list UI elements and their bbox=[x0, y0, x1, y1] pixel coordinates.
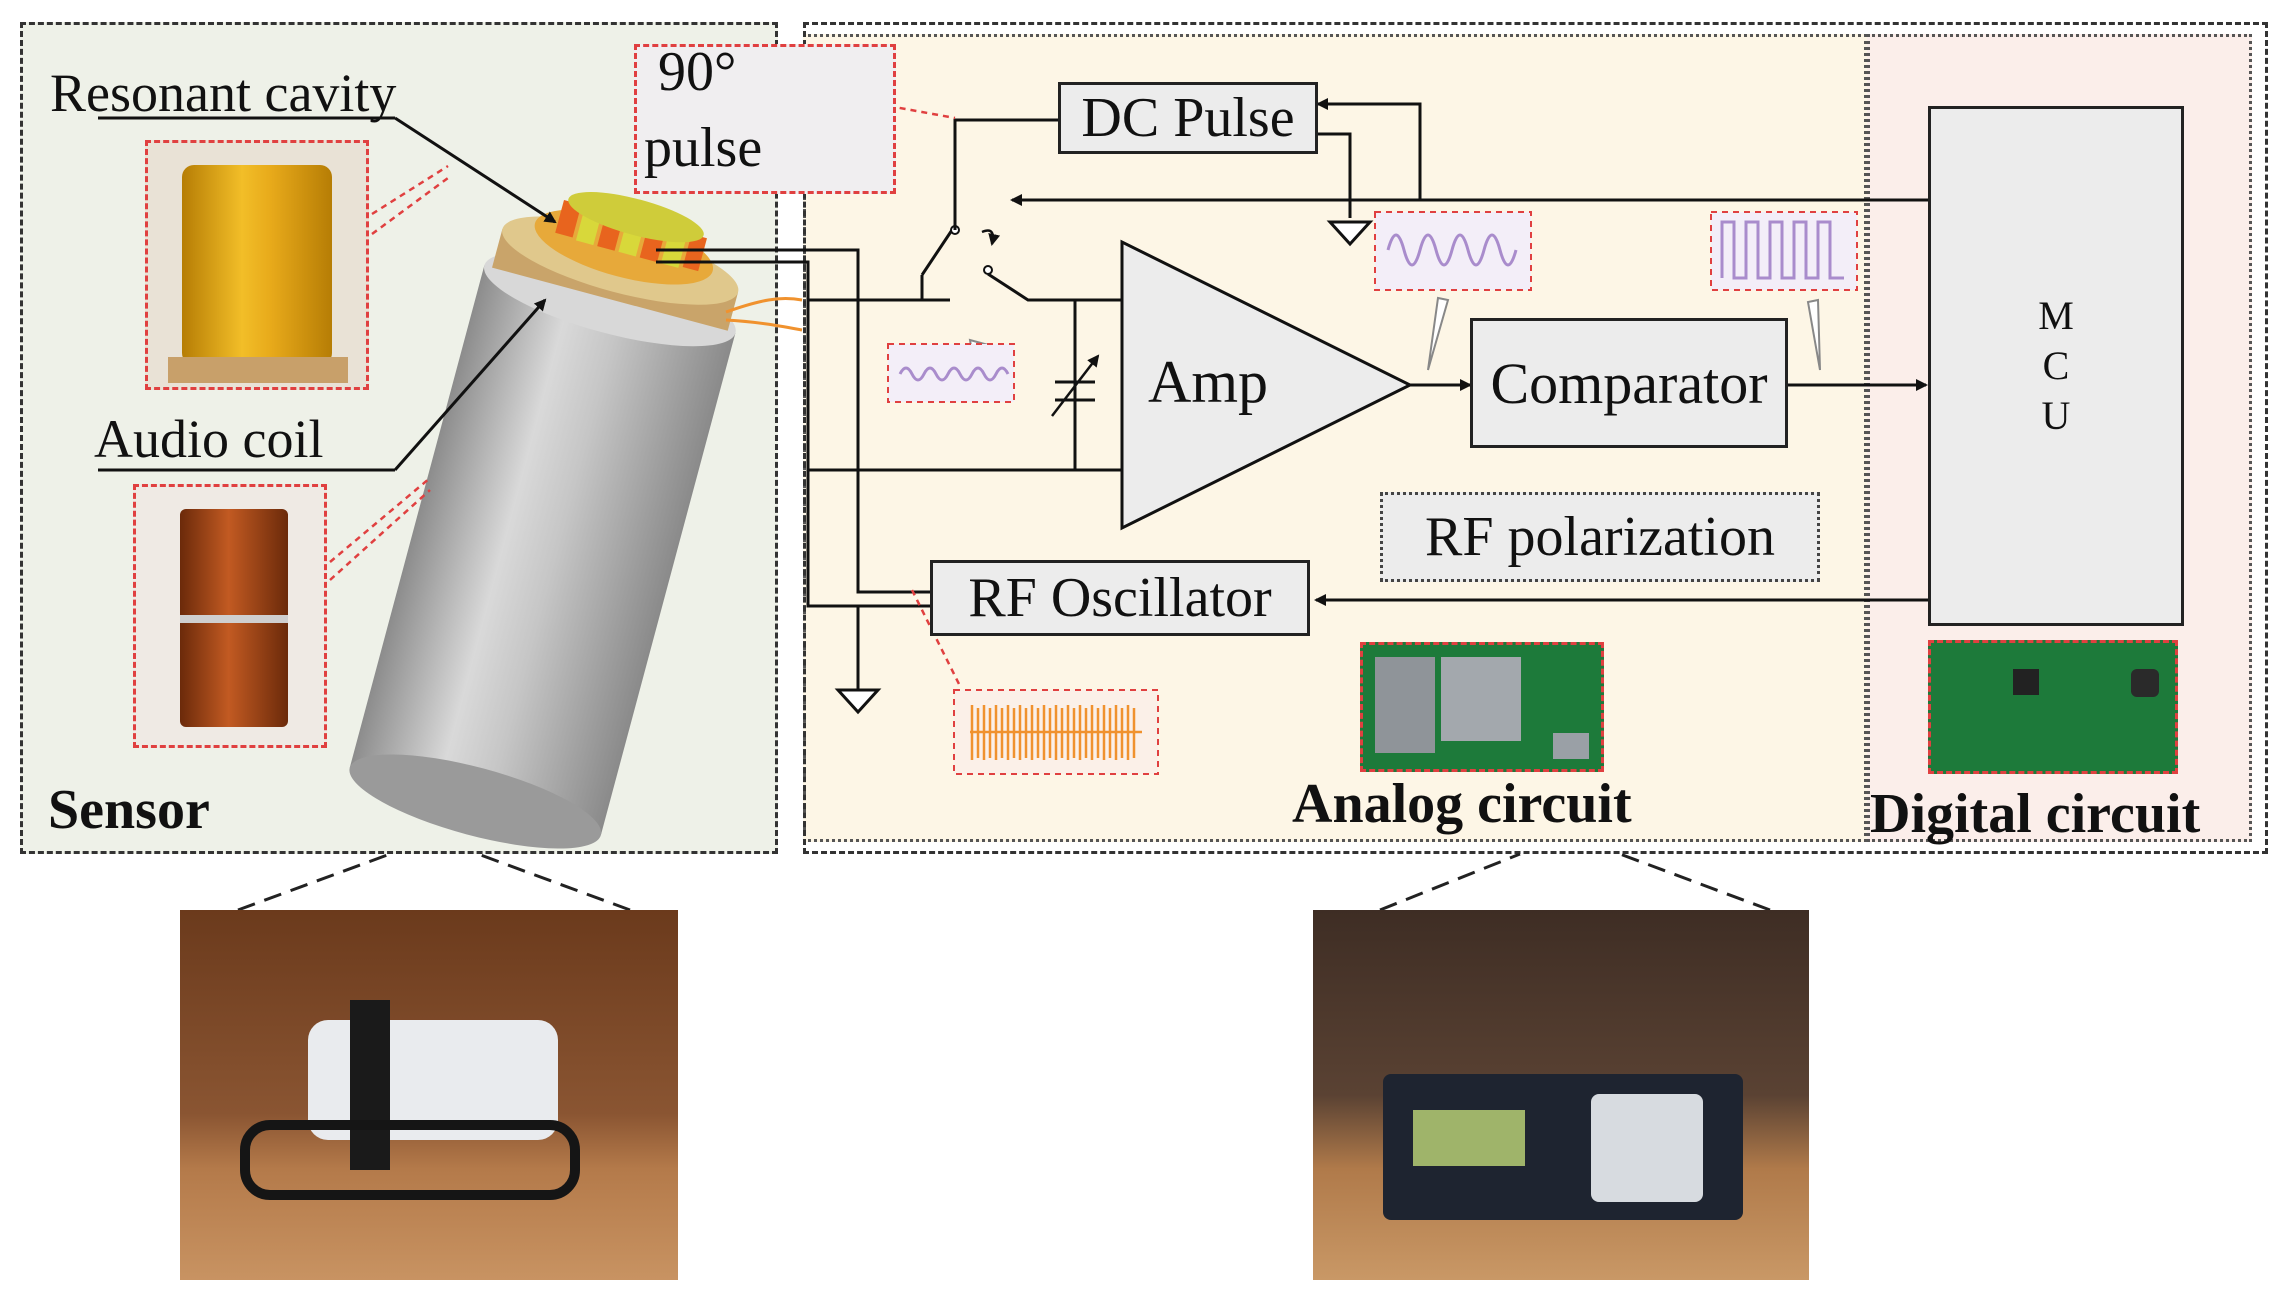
resonant-cavity-photo bbox=[145, 140, 369, 390]
mcu-letter-c: C bbox=[2042, 343, 2070, 388]
circuit-outer-frame bbox=[803, 22, 2268, 854]
rf-oscillator-block: RF Oscillator bbox=[930, 560, 1310, 636]
mcu-letter-u: U bbox=[2041, 393, 2071, 438]
comparator-block: Comparator bbox=[1470, 318, 1788, 448]
digital-pcb-photo bbox=[1928, 640, 2178, 774]
audio-coil-pointer bbox=[393, 298, 547, 471]
analog-circuit-label: Analog circuit bbox=[1292, 773, 1632, 835]
sensor-device-photo bbox=[180, 910, 678, 1280]
pulse-label-line1: 90° bbox=[658, 41, 737, 103]
mcu-block: M C U bbox=[1928, 106, 2184, 626]
dc-pulse-block: DC Pulse bbox=[1058, 82, 1318, 154]
sensor-region-label: Sensor bbox=[48, 779, 210, 841]
analog-device-photo bbox=[1313, 910, 1809, 1280]
rf-polarization-label: RF polarization bbox=[1380, 492, 1820, 582]
amp-triangle bbox=[1120, 239, 1414, 531]
analog-pcb-photo bbox=[1360, 642, 1604, 772]
audio-coil-label: Audio coil bbox=[94, 409, 324, 469]
audio-coil-photo bbox=[133, 484, 327, 748]
pulse-inset bbox=[634, 44, 896, 194]
pulse-label-line2: pulse bbox=[644, 117, 763, 179]
amp-label: Amp bbox=[1148, 349, 1268, 415]
sensor-cylinder bbox=[349, 192, 739, 849]
resonant-cavity-label: Resonant cavity bbox=[50, 63, 397, 123]
mcu-letter-m: M bbox=[2038, 293, 2074, 338]
resonant-cavity-pointer bbox=[394, 116, 557, 224]
digital-circuit-label: Digital circuit bbox=[1870, 783, 2201, 845]
